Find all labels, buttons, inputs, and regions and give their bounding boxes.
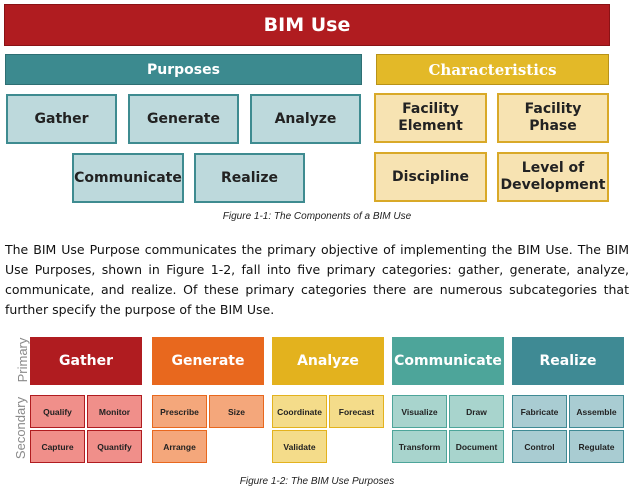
group-head-realize: Realize [512, 337, 624, 385]
subcategory-monitor: Monitor [87, 395, 142, 428]
subcategory-visualize: Visualize [392, 395, 447, 428]
purpose-generate: Generate [128, 94, 239, 144]
purpose-communicate: Communicate [72, 153, 184, 203]
characteristic-facility-phase: Facility Phase [497, 93, 609, 143]
purposes-header: Purposes [5, 54, 362, 85]
purpose-gather: Gather [6, 94, 117, 144]
subcategory-coordinate: Coordinate [272, 395, 327, 428]
subcategory-capture: Capture [30, 430, 85, 463]
purpose-analyze: Analyze [250, 94, 361, 144]
subcategory-arrange: Arrange [152, 430, 207, 463]
subcategory-control: Control [512, 430, 567, 463]
subcategory-qualify: Qualify [30, 395, 85, 428]
group-head-communicate: Communicate [392, 337, 504, 385]
group-head-gather: Gather [30, 337, 142, 385]
subcategory-validate: Validate [272, 430, 327, 463]
subcategory-forecast: Forecast [329, 395, 384, 428]
purpose-realize: Realize [194, 153, 305, 203]
figure-1-2-caption: Figure 1-2: The BIM Use Purposes [239, 476, 395, 487]
secondary-label: Secondary [12, 396, 28, 460]
subcategory-fabricate: Fabricate [512, 395, 567, 428]
subcategory-document: Document [449, 430, 504, 463]
characteristics-header: Characteristics [376, 54, 609, 85]
characteristic-level-of-development: Level of Development [497, 152, 609, 202]
figure-1-1-caption: Figure 1-1: The Components of a BIM Use [222, 211, 412, 222]
characteristic-discipline: Discipline [374, 152, 487, 202]
subcategory-regulate: Regulate [569, 430, 624, 463]
subcategory-assemble: Assemble [569, 395, 624, 428]
characteristic-facility-element: Facility Element [374, 93, 487, 143]
bim-use-title: BIM Use [4, 4, 610, 46]
subcategory-draw: Draw [449, 395, 504, 428]
body-paragraph: The BIM Use Purpose communicates the pri… [5, 242, 629, 317]
primary-label: Primary [14, 337, 30, 383]
group-head-generate: Generate [152, 337, 264, 385]
subcategory-prescribe: Prescribe [152, 395, 207, 428]
group-head-analyze: Analyze [272, 337, 384, 385]
subcategory-quantify: Quantify [87, 430, 142, 463]
subcategory-transform: Transform [392, 430, 447, 463]
subcategory-size: Size [209, 395, 264, 428]
